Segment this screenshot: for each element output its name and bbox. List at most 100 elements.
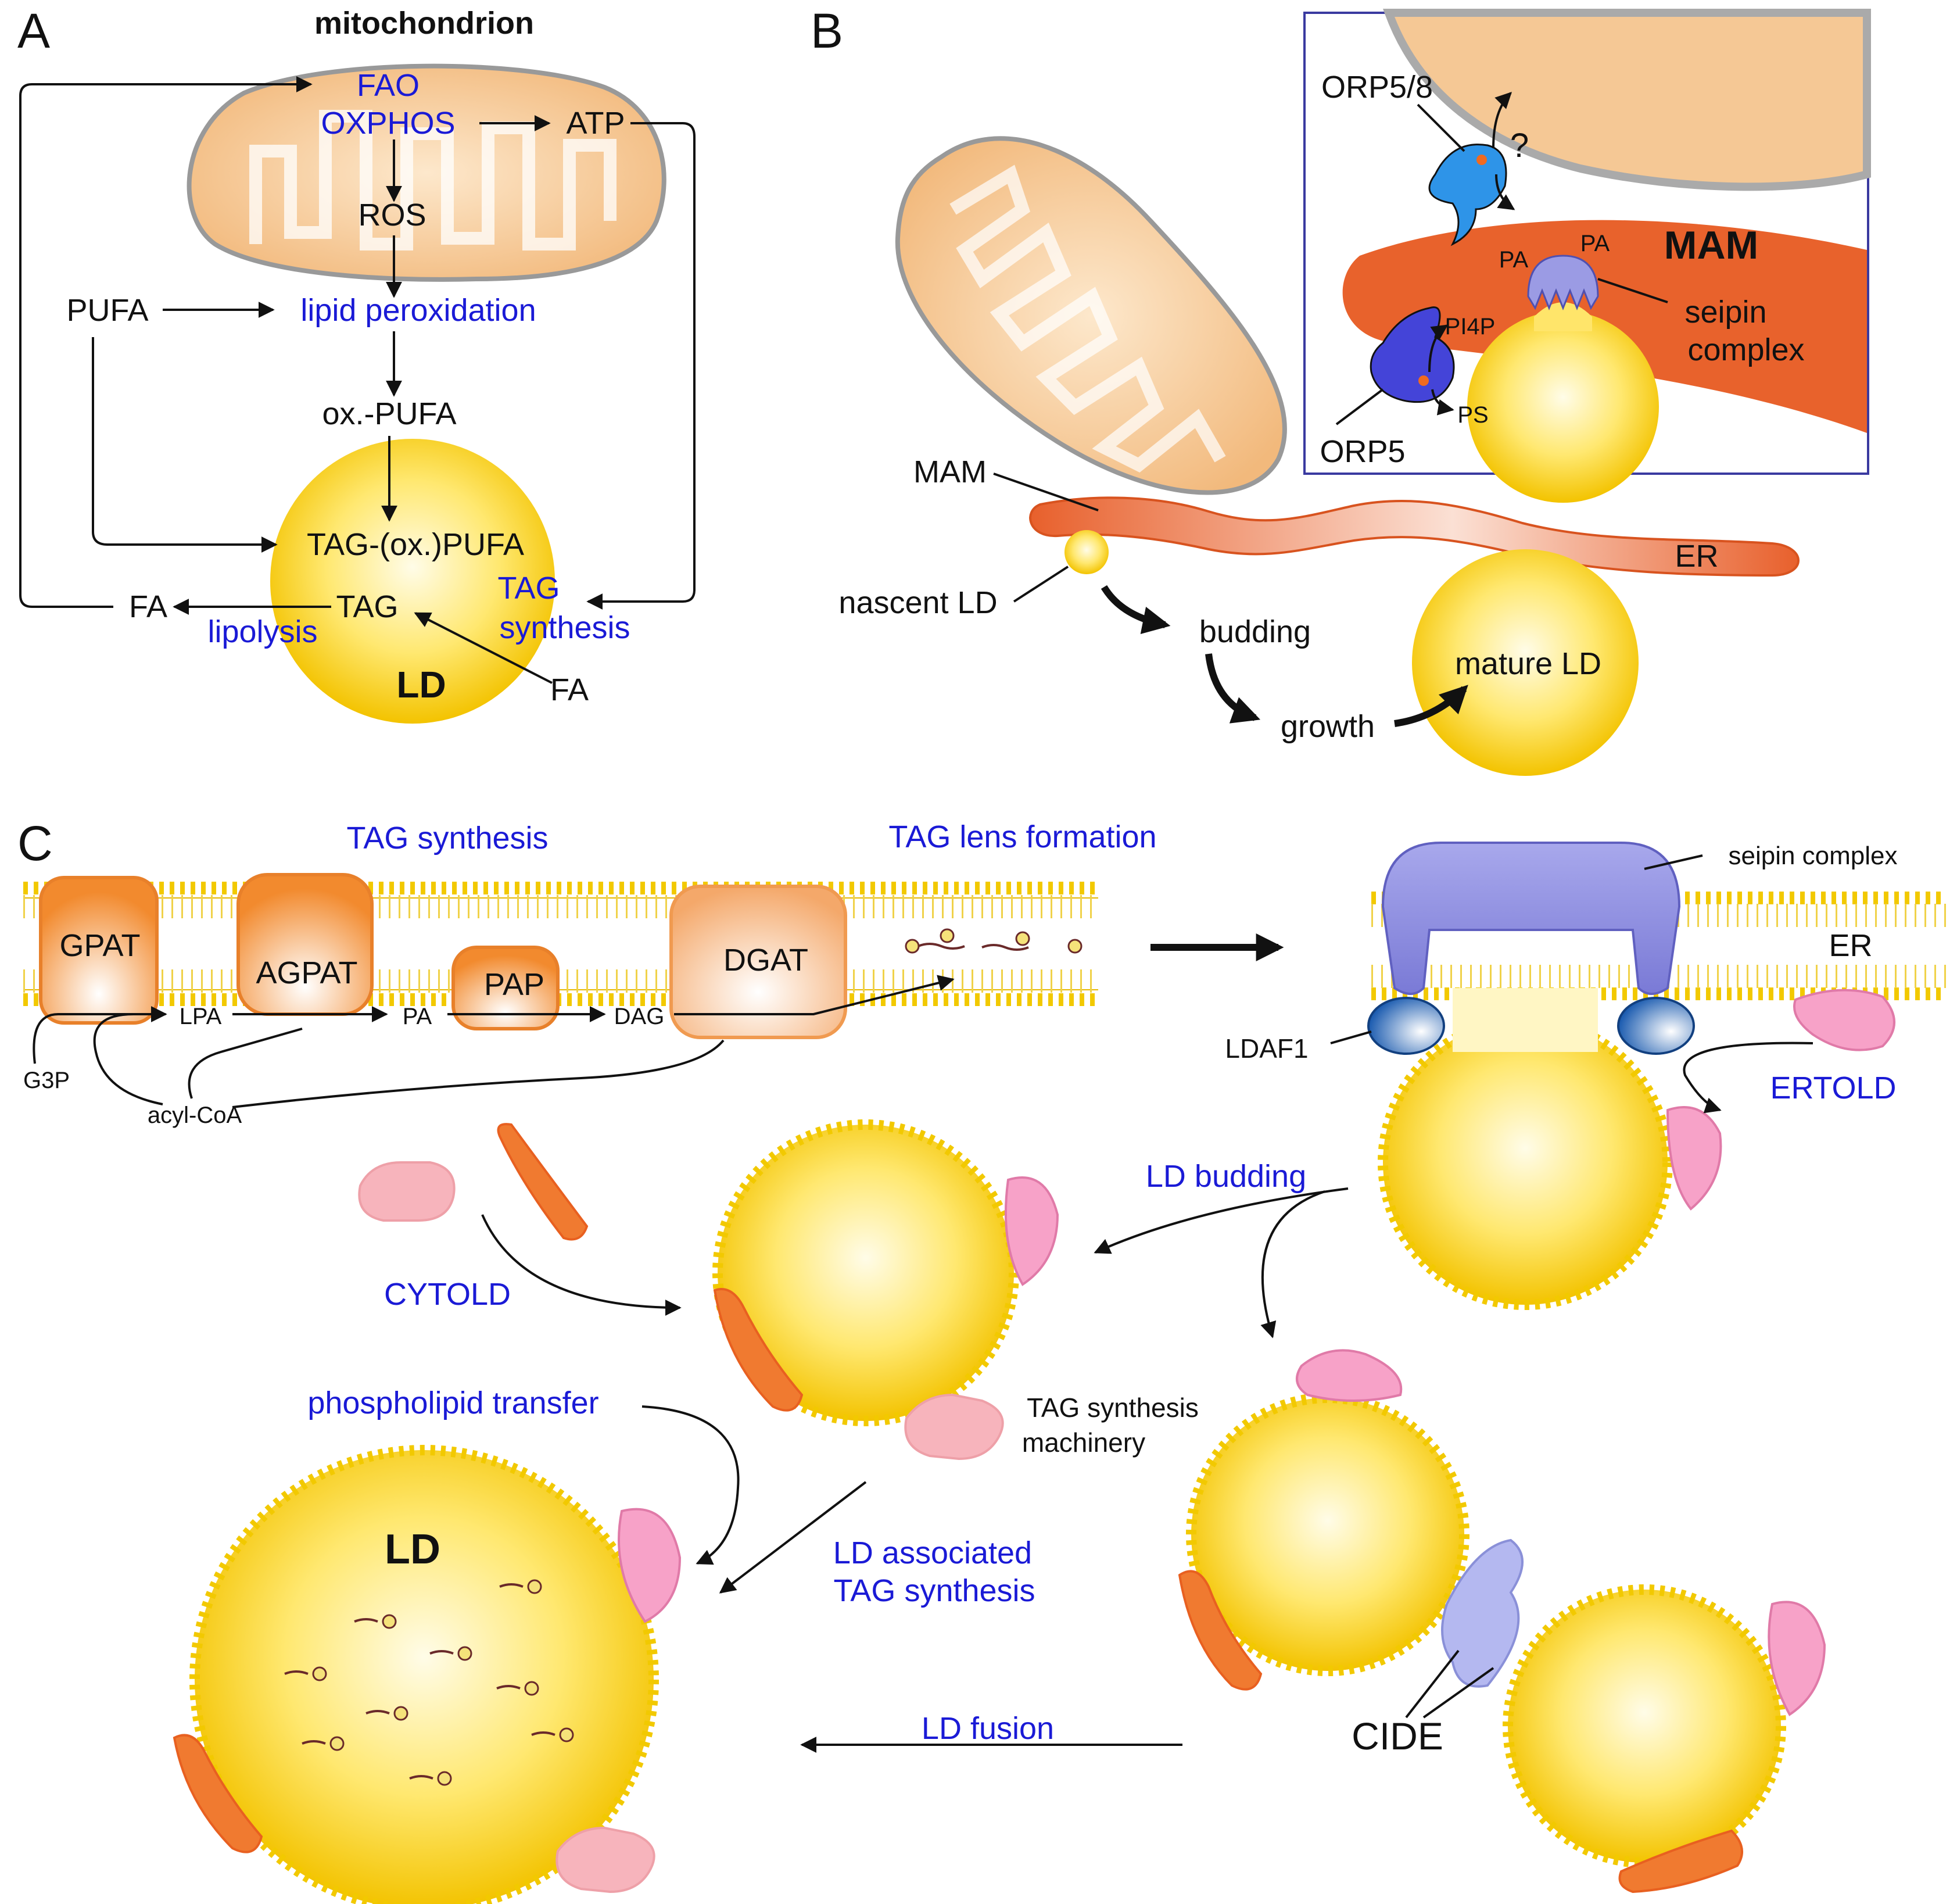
ldaf1-right (1617, 997, 1695, 1055)
panel-label-b: B (811, 3, 843, 58)
big-ld-orange (173, 1734, 263, 1853)
label-ld-c: LD (385, 1526, 440, 1573)
panel-c: C TAG synthesis TAG lens formation GPAT … (17, 816, 1947, 1904)
big-ld-lipids (284, 1579, 574, 1786)
big-ld-pink-bottom (555, 1826, 655, 1894)
label-ld-assoc-2: TAG synthesis (833, 1573, 1035, 1608)
cide-leader-2 (1422, 1667, 1494, 1719)
label-ldaf1: LDAF1 (1225, 1033, 1308, 1064)
ertold-protein-ld (1666, 1106, 1722, 1211)
label-tag-synthesis-2: synthesis (499, 610, 630, 645)
orp58-protein (1428, 144, 1507, 246)
inset-ld-neck (1534, 302, 1592, 331)
big-ld (189, 1445, 659, 1904)
label-acyl-coa: acyl-CoA (148, 1103, 242, 1128)
label-nascent-ld: nascent LD (838, 585, 997, 620)
cytold-ld (712, 1119, 1019, 1426)
label-phospholipid-transfer: phospholipid transfer (307, 1386, 598, 1420)
label-oxphos: OXPHOS (321, 106, 455, 141)
cytold-ld-orange (713, 1288, 804, 1412)
label-tag-ox-pufa: TAG-(ox.)PUFA (307, 527, 524, 562)
label-ld-fusion: LD fusion (922, 1711, 1054, 1746)
label-dgat: DGAT (723, 943, 808, 978)
mitochondrion-shape-b (895, 136, 1287, 495)
budding-arrow-down (1260, 1190, 1325, 1338)
label-pap: PAP (484, 967, 544, 1002)
budding-ld (1378, 1015, 1673, 1310)
fusing-ld-left-pink (1296, 1349, 1403, 1402)
label-gpat: GPAT (59, 928, 140, 963)
label-ld-assoc-1: LD associated (833, 1536, 1032, 1570)
enzyme-dgat (669, 885, 847, 1039)
label-pa-1: PA (1499, 247, 1529, 273)
big-ld-pink (618, 1508, 682, 1623)
inset-ld (1467, 311, 1659, 503)
label-g3p: G3P (23, 1068, 70, 1093)
label-ertold: ERTOLD (1770, 1071, 1896, 1105)
label-tag-machinery-2: machinery (1022, 1427, 1145, 1458)
ld-assoc-arrow (719, 1481, 867, 1594)
phospholipid-arrow (641, 1405, 740, 1565)
inset-mitochondrion (1383, 9, 1871, 191)
ldaf1-leader (1330, 1030, 1372, 1044)
orp5-ligand (1418, 375, 1429, 386)
lipid-droplet-a (270, 439, 555, 724)
label-dag: DAG (614, 1004, 665, 1029)
label-lipolysis: lipolysis (207, 614, 317, 649)
arrows-a (19, 76, 696, 684)
label-cide: CIDE (1352, 1715, 1443, 1758)
label-atp: ATP (566, 106, 625, 141)
cytold-proteins (358, 1123, 589, 1241)
label-lipid-peroxidation: lipid peroxidation (300, 293, 536, 328)
label-seipin-complex: seipin complex (1728, 842, 1897, 870)
label-fa-left: FA (129, 589, 167, 624)
panel-label-a: A (17, 3, 50, 58)
ertold-arrow (1683, 1042, 1813, 1114)
label-pi4p: PI4P (1445, 314, 1496, 339)
label-mam-b: MAM (913, 454, 987, 489)
tag-lens-lipids (905, 928, 1083, 954)
label-ps: PS (1457, 402, 1488, 428)
fusing-ld-left (1186, 1393, 1469, 1676)
panel-a: A mitochondrion FAO OXPHOS ATP ROS PUFA … (17, 3, 696, 724)
label-orp58: ORP5/8 (1321, 70, 1433, 105)
nascent-ld (1064, 530, 1109, 574)
label-fao: FAO (357, 68, 420, 103)
fusing-ld-right-orange (1618, 1829, 1743, 1894)
ertold-protein-er (1793, 989, 1895, 1051)
cide-leader-1 (1405, 1649, 1460, 1719)
label-ros: ROS (358, 198, 426, 232)
er-bilayer-left (23, 882, 1098, 1006)
fusing-ld-right (1503, 1584, 1786, 1868)
seipin-complex-c (1381, 842, 1681, 995)
orp58-ligand (1476, 155, 1487, 165)
label-budding: budding (1199, 614, 1311, 649)
label-er-b: ER (1675, 539, 1718, 574)
label-er-c: ER (1829, 928, 1872, 963)
label-orp5: ORP5 (1320, 434, 1405, 469)
mitochondrion-cristae-a (249, 110, 617, 250)
mitochondrion-title: mitochondrion (314, 6, 534, 41)
label-seipin-2: complex (1687, 332, 1804, 367)
arrows-c-pathway (33, 933, 1284, 1108)
budding-ld-neck (1453, 988, 1598, 1052)
label-tag-lens: TAG lens formation (888, 819, 1156, 854)
label-growth: growth (1281, 709, 1375, 744)
label-mam-inset: MAM (1664, 223, 1758, 267)
arrows-inset (1335, 92, 1668, 425)
label-tag-synthesis-1: TAG (498, 571, 560, 606)
mature-ld (1412, 549, 1639, 776)
label-seipin-1: seipin (1684, 295, 1766, 330)
budding-arrow-left (1094, 1187, 1349, 1254)
panel-label-c: C (17, 816, 53, 871)
er-tube (1029, 496, 1800, 577)
label-mature-ld: mature LD (1455, 646, 1601, 681)
label-question: ? (1510, 127, 1529, 164)
label-pa-c: PA (403, 1004, 432, 1029)
label-tag-synthesis-c: TAG synthesis (346, 821, 548, 856)
panel-b: B MAM ER nascent LD budding growth matur… (811, 3, 1871, 776)
cytold-arrow (481, 1214, 682, 1316)
cytold-ld-pink (1004, 1176, 1059, 1286)
enzyme-pap (451, 946, 560, 1030)
